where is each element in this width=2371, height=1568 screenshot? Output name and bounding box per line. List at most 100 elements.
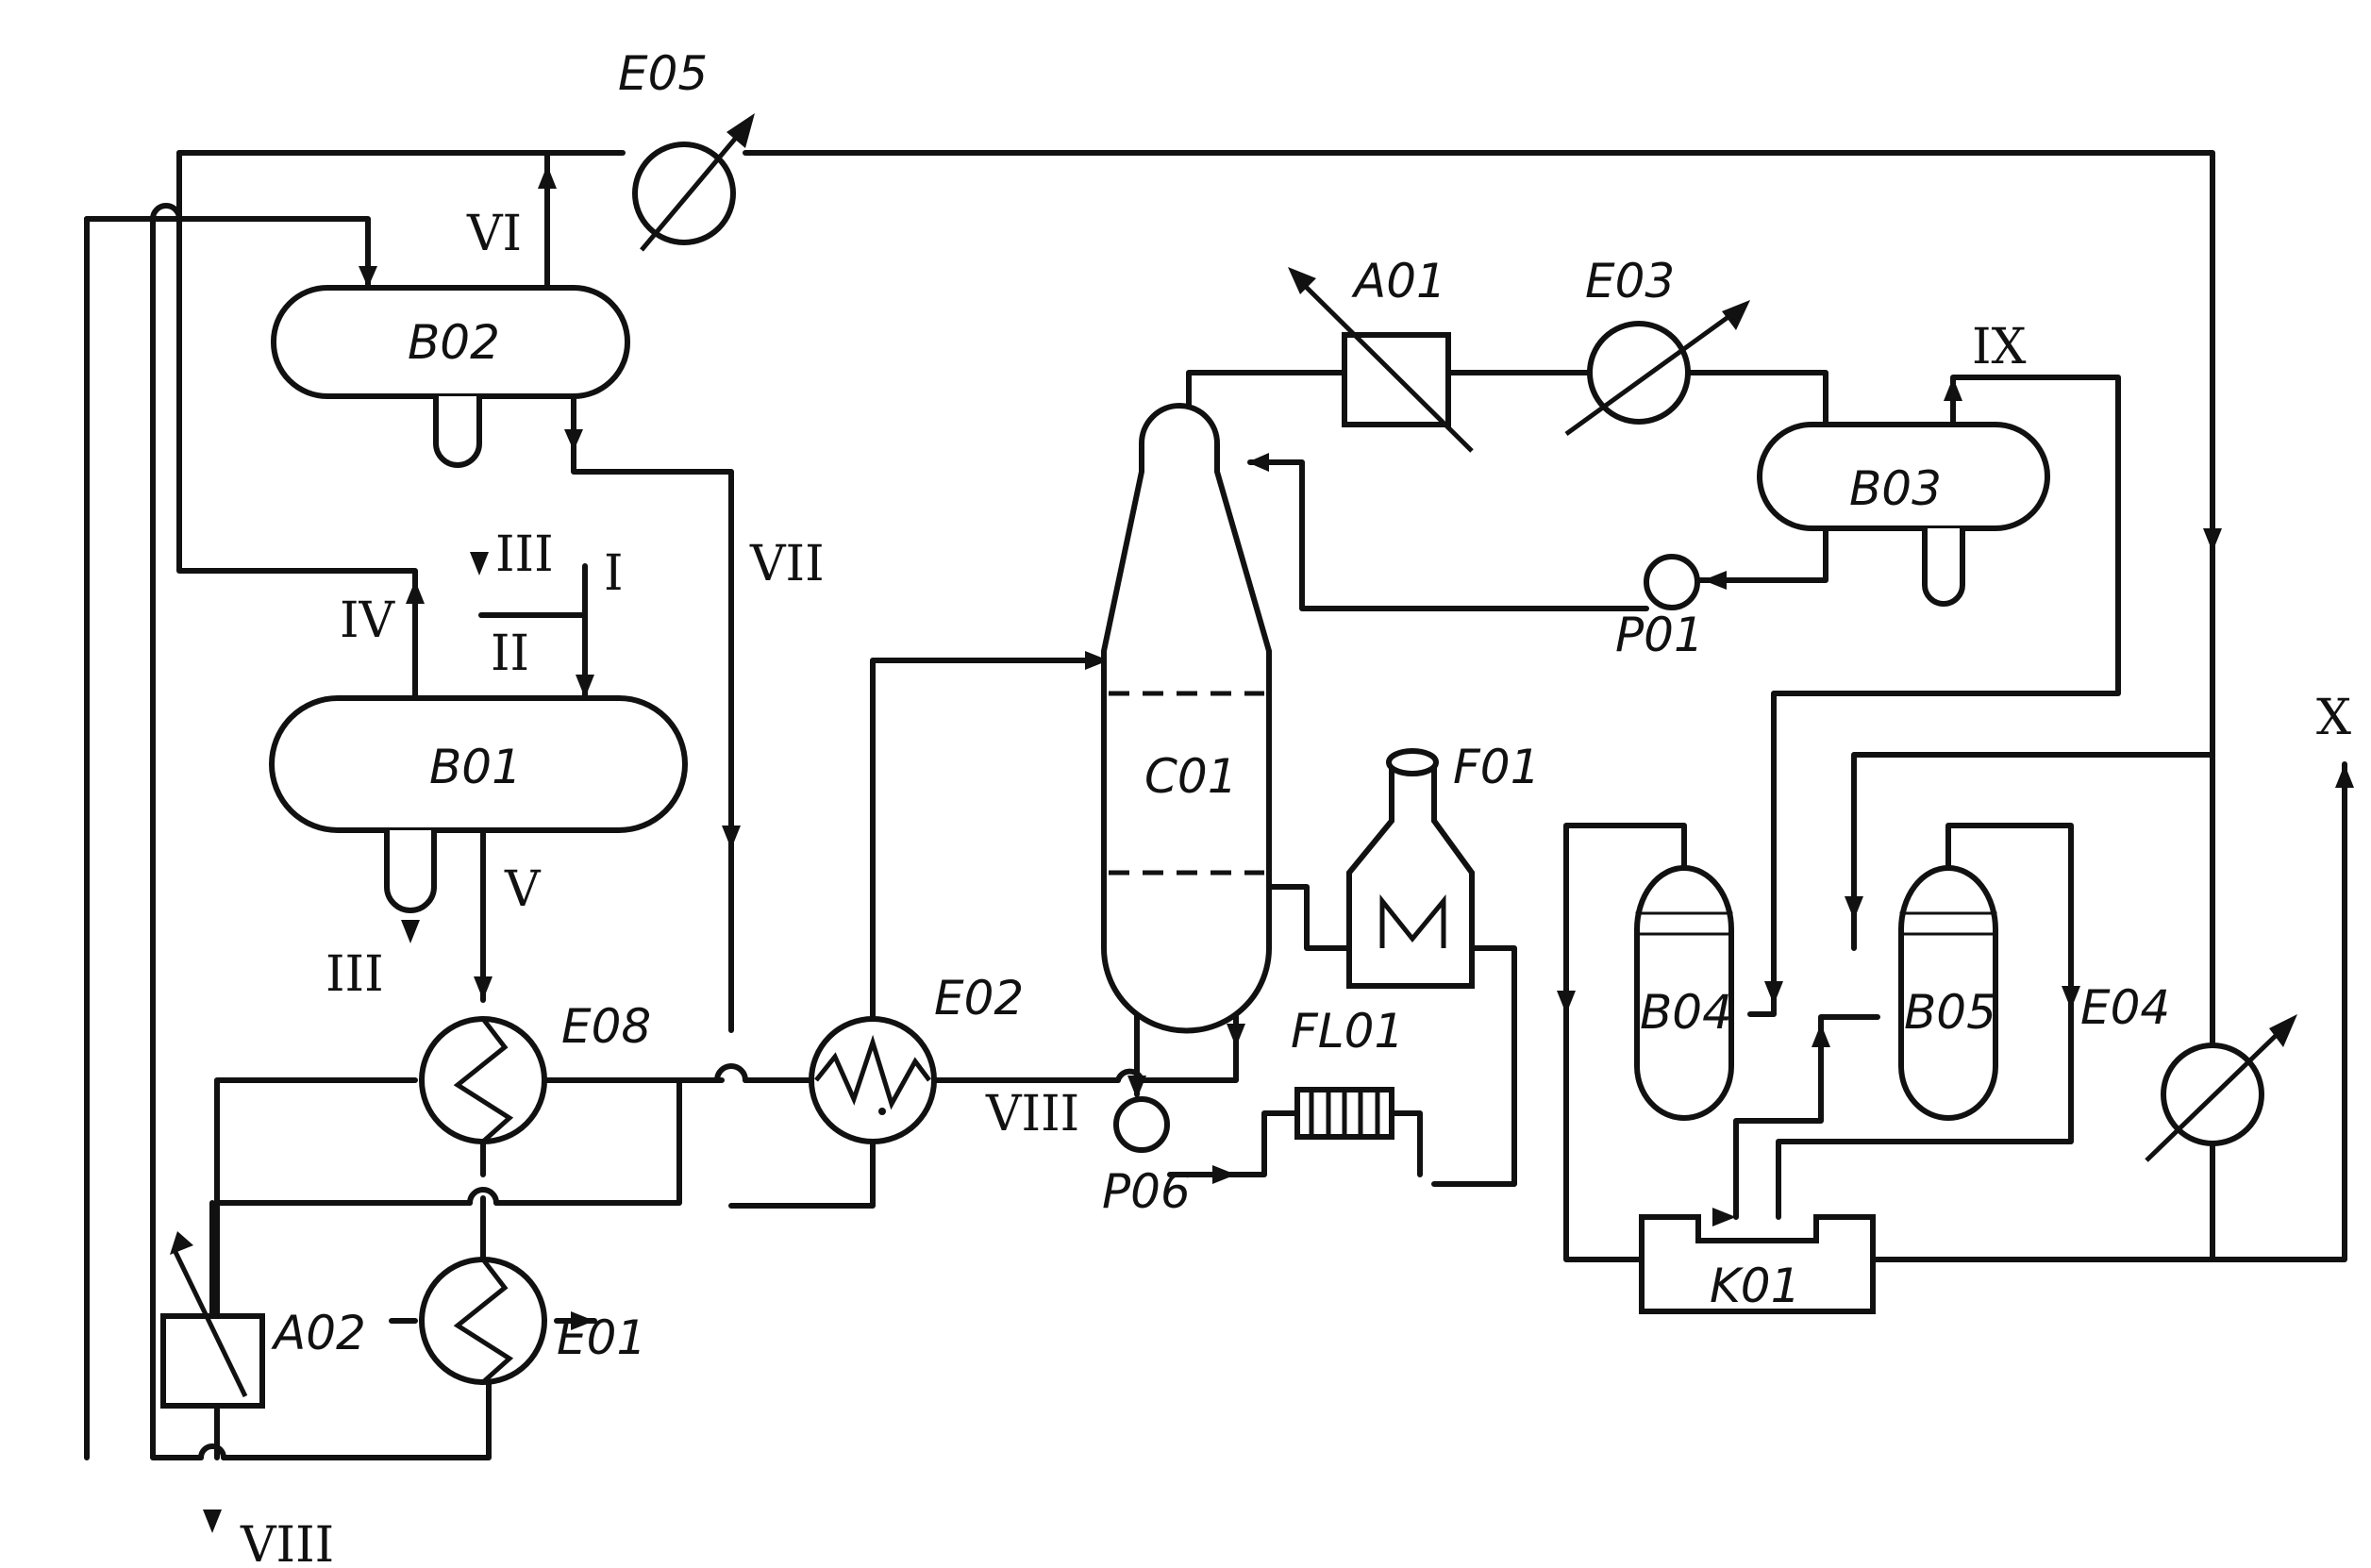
arrow-k01-in — [1712, 1208, 1736, 1226]
b03-boot — [1922, 528, 1965, 607]
k01-body — [1639, 1214, 1876, 1314]
pipe-iv — [176, 150, 418, 701]
a01-arrow-line — [1295, 276, 1474, 453]
arrow-iv — [406, 580, 425, 604]
stream-label-iv: IV — [340, 592, 396, 649]
arrow-iii-bottom — [401, 920, 420, 943]
e03-arrow-tip — [1722, 300, 1750, 330]
f01-furnace — [1346, 748, 1475, 989]
b05-reactor — [1898, 865, 1998, 1121]
arrow-b05-in — [1845, 896, 1863, 920]
pipe-left-loop-top — [84, 216, 156, 1460]
b04-reactor — [1634, 865, 1734, 1121]
label-fl01: FL01 — [1291, 1004, 1404, 1059]
p06-pump — [1113, 1096, 1170, 1153]
b03-drum — [1757, 422, 2050, 607]
b02-boot — [433, 396, 482, 468]
crossover-top-left — [150, 203, 182, 222]
pipe-b02-feed — [84, 216, 371, 291]
label-b03: B03 — [1849, 461, 1942, 516]
stream-label-viii-bottom: VIII — [240, 1517, 334, 1568]
pipe-b05-top — [1776, 823, 2074, 1220]
equipment-labels: E05 B02 B01 E08 E01 A02 E02 A01 E03 B03 … — [271, 46, 2170, 1365]
label-e08: E08 — [561, 999, 651, 1054]
pipe-c01-top — [1186, 370, 1828, 427]
label-p06: P06 — [1102, 1164, 1191, 1219]
label-e01: E01 — [557, 1310, 646, 1365]
pipe-k01-right — [1870, 761, 2347, 1262]
e04-exchanger — [2145, 1014, 2297, 1162]
e03-arrow-line — [1564, 309, 1738, 437]
label-a02: A02 — [271, 1306, 366, 1360]
a02-cooler — [160, 1248, 265, 1409]
label-f01: F01 — [1453, 740, 1540, 794]
stream-label-ii: II — [491, 626, 529, 682]
e08-exchanger — [419, 1016, 547, 1144]
label-b02: B02 — [408, 315, 500, 370]
crossovers — [150, 203, 1144, 1460]
p06-body — [1113, 1096, 1170, 1153]
pipe-b05-loop — [1851, 752, 2215, 951]
fl01-filter — [1294, 1087, 1394, 1140]
label-b04: B04 — [1640, 985, 1732, 1040]
arrow-k01-mid — [1812, 1024, 1830, 1047]
label-b01: B01 — [429, 740, 522, 794]
stream-label-viii-mid: VIII — [985, 1086, 1079, 1143]
e05-arrow-tip — [726, 113, 755, 148]
flow-arrows — [170, 165, 2354, 1533]
stream-label-iii-bottom: III — [326, 946, 384, 1003]
label-e04: E04 — [2080, 980, 2170, 1035]
f01-coil — [1379, 893, 1446, 948]
pipe-b03-p01 — [1695, 525, 1828, 583]
crossover-e08-left — [714, 1063, 748, 1083]
e08-coil — [453, 1017, 514, 1143]
e02-dot — [878, 1108, 886, 1115]
pipe-p01-reflux — [1247, 459, 1649, 611]
p01-pump — [1644, 554, 1700, 610]
a01-arrow-tip — [1288, 267, 1316, 294]
arrow-fl01-in — [1212, 1165, 1236, 1184]
arrow-vii — [722, 826, 741, 849]
label-p01: P01 — [1615, 608, 1704, 662]
e01-exchanger — [419, 1257, 547, 1385]
e04-arrow-tip — [2269, 1014, 2297, 1047]
stream-label-ix: IX — [1972, 319, 2027, 375]
f01-stack — [1386, 748, 1439, 776]
arrow-b02-feed — [359, 266, 377, 288]
arrow-v — [474, 976, 493, 1000]
arrow-iii-top — [470, 552, 489, 575]
arrow-vi — [538, 165, 557, 189]
label-e05: E05 — [618, 46, 708, 101]
arrow-p06-in — [1127, 1076, 1146, 1099]
arrow-top-header-down — [2203, 528, 2222, 552]
pipe-c01-f01 — [1266, 884, 1352, 951]
stream-label-iii-top: III — [495, 526, 554, 583]
pipe-e02-c01 — [870, 658, 1111, 1022]
arrow-b05-right — [2062, 986, 2080, 1009]
arrow-b04-in — [1764, 981, 1783, 1005]
e02-exchanger — [809, 1016, 937, 1144]
c01-column — [1101, 403, 1272, 1034]
stream-label-v: V — [504, 861, 542, 918]
e02-shell — [809, 1016, 937, 1144]
stream-labels: I II III III IV V VI VII VIII VIII IX X — [240, 206, 2351, 1568]
stream-label-x: X — [2316, 690, 2351, 746]
b03-body — [1757, 422, 2050, 531]
e03-exchanger — [1564, 300, 1750, 437]
label-e03: E03 — [1585, 254, 1675, 309]
arrow-x — [2335, 764, 2354, 788]
crossover-bottom — [198, 1443, 226, 1460]
arrow-c01-bottom-right — [1227, 1024, 1245, 1047]
label-c01: C01 — [1144, 749, 1238, 804]
stream-label-vii: VII — [749, 536, 825, 592]
e05-exchanger — [632, 113, 755, 252]
f01-body — [1346, 761, 1475, 989]
label-e02: E02 — [934, 971, 1024, 1026]
label-b05: B05 — [1904, 985, 1996, 1040]
stream-label-vi: VI — [466, 206, 522, 262]
b01-drum — [269, 695, 688, 913]
arrow-a02 — [170, 1231, 193, 1255]
e08-shell — [419, 1016, 547, 1144]
b02-drum — [271, 285, 630, 468]
